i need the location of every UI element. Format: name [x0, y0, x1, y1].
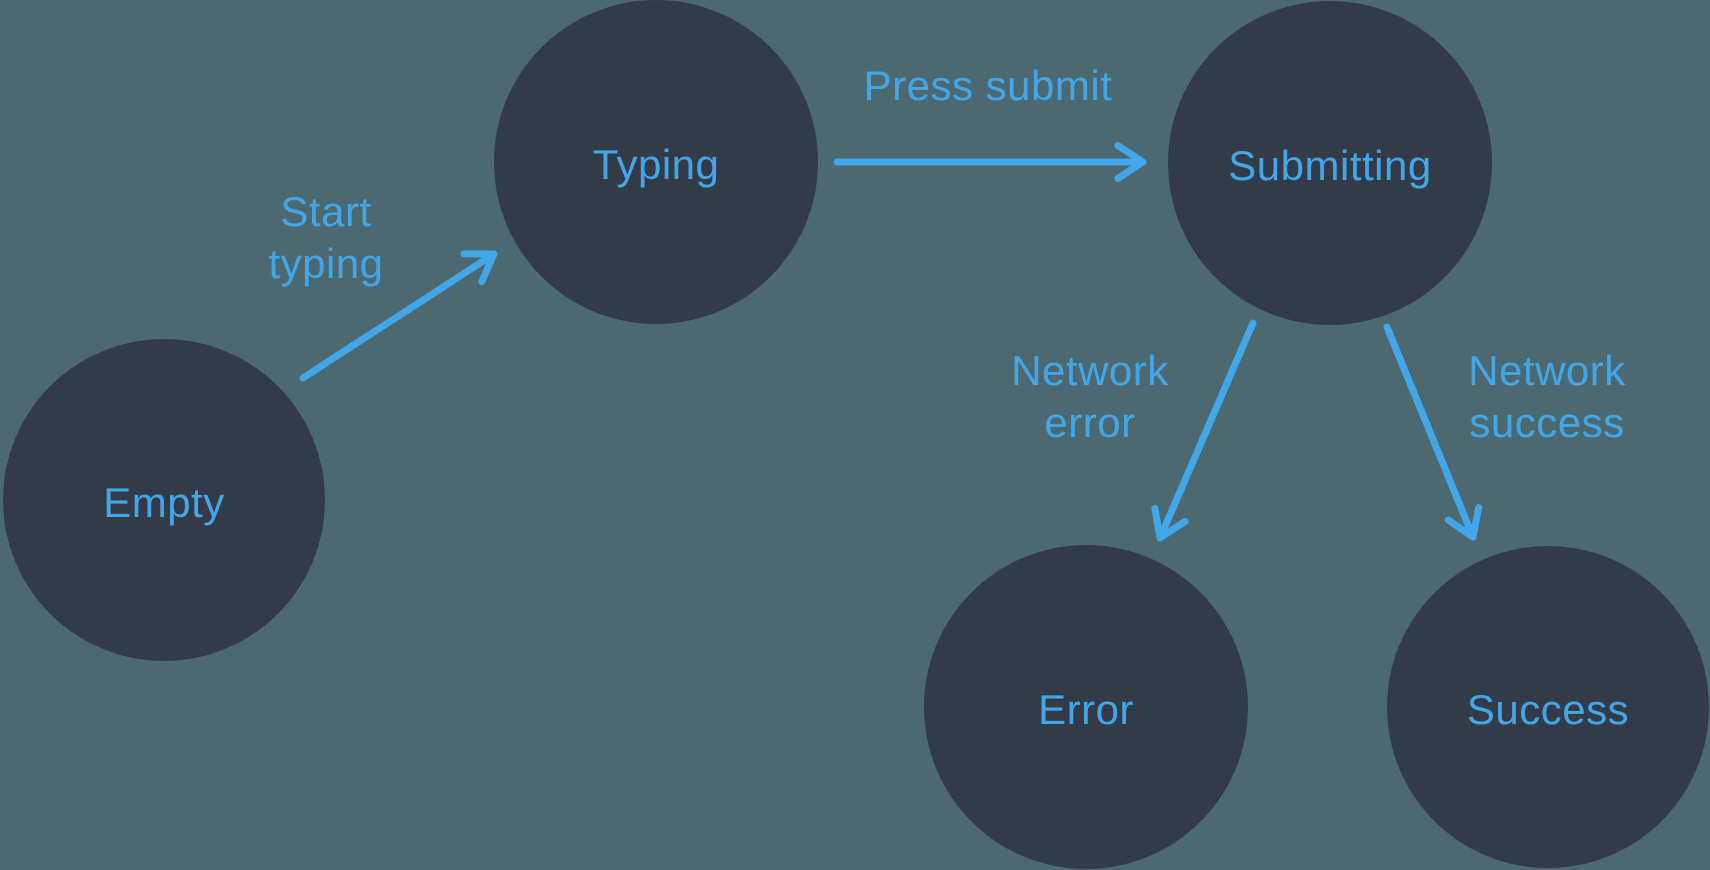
- state-node-success-label: Success: [1466, 686, 1630, 733]
- edge-label-line: typing: [268, 240, 384, 287]
- state-node-empty-label: Empty: [103, 479, 225, 526]
- state-node-success: Success: [1387, 546, 1709, 868]
- edge-label-network-error: Network error: [1011, 345, 1169, 449]
- edge-label-press-submit: Press submit: [864, 60, 1113, 112]
- edge-label-start-typing: Start typing: [268, 186, 383, 290]
- state-node-submitting-label: Submitting: [1228, 142, 1432, 189]
- state-node-submitting: Submitting: [1168, 1, 1492, 325]
- state-node-typing-label: Typing: [592, 141, 720, 188]
- edge-label-line: Network: [1468, 347, 1626, 394]
- edge-label-line: success: [1469, 399, 1625, 446]
- state-node-typing: Typing: [494, 0, 818, 324]
- state-node-error-label: Error: [1038, 686, 1134, 733]
- state-node-error: Error: [924, 545, 1248, 869]
- edge-label-line: Press submit: [863, 62, 1113, 109]
- edge-label-network-success: Network success: [1468, 345, 1626, 449]
- edge-label-line: error: [1044, 399, 1136, 446]
- edge-label-line: Network: [1011, 347, 1169, 394]
- state-node-empty: Empty: [3, 339, 325, 661]
- edge-label-line: Start: [280, 188, 372, 235]
